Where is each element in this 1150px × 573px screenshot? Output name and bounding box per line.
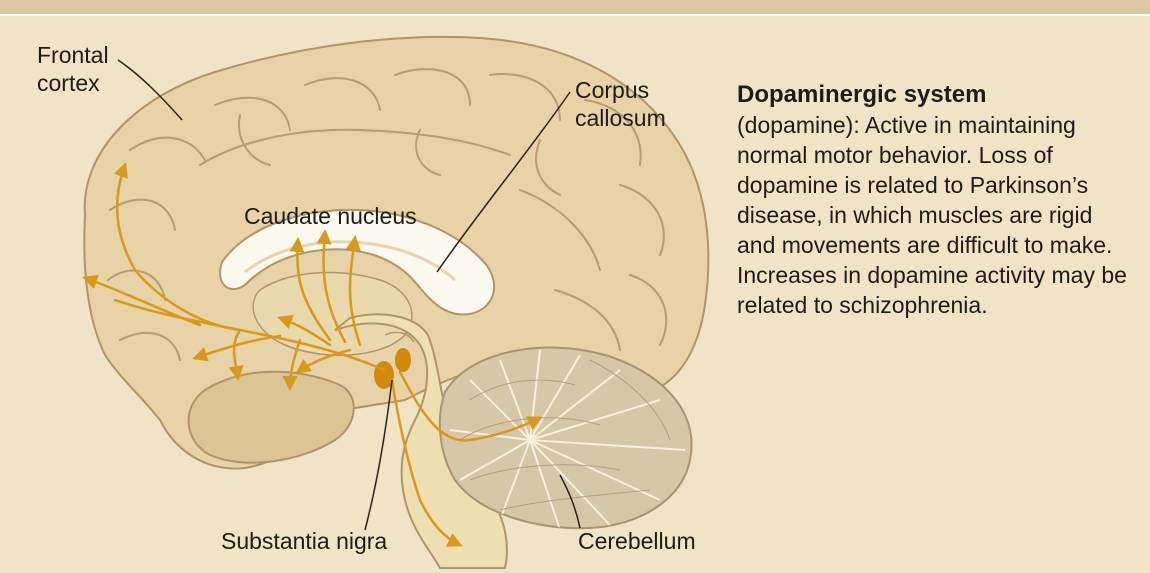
temporal-lobe (189, 372, 354, 463)
corpus-callosum-label: Corpus callosum (575, 76, 695, 132)
cerebellum-label: Cerebellum (578, 527, 696, 555)
substantia-nigra-label: Substantia nigra (221, 527, 387, 555)
caudate-nucleus-label: Caudate nucleus (244, 202, 417, 230)
info-title: Dopaminergic system (737, 80, 1127, 110)
info-body: (dopamine): Active in maintaining normal… (737, 110, 1127, 320)
substantia-nigra-nucleus (395, 348, 411, 372)
info-panel: Dopaminergic system (dopamine): Active i… (737, 80, 1127, 320)
frontal-cortex-label: Frontal cortex (37, 41, 127, 97)
